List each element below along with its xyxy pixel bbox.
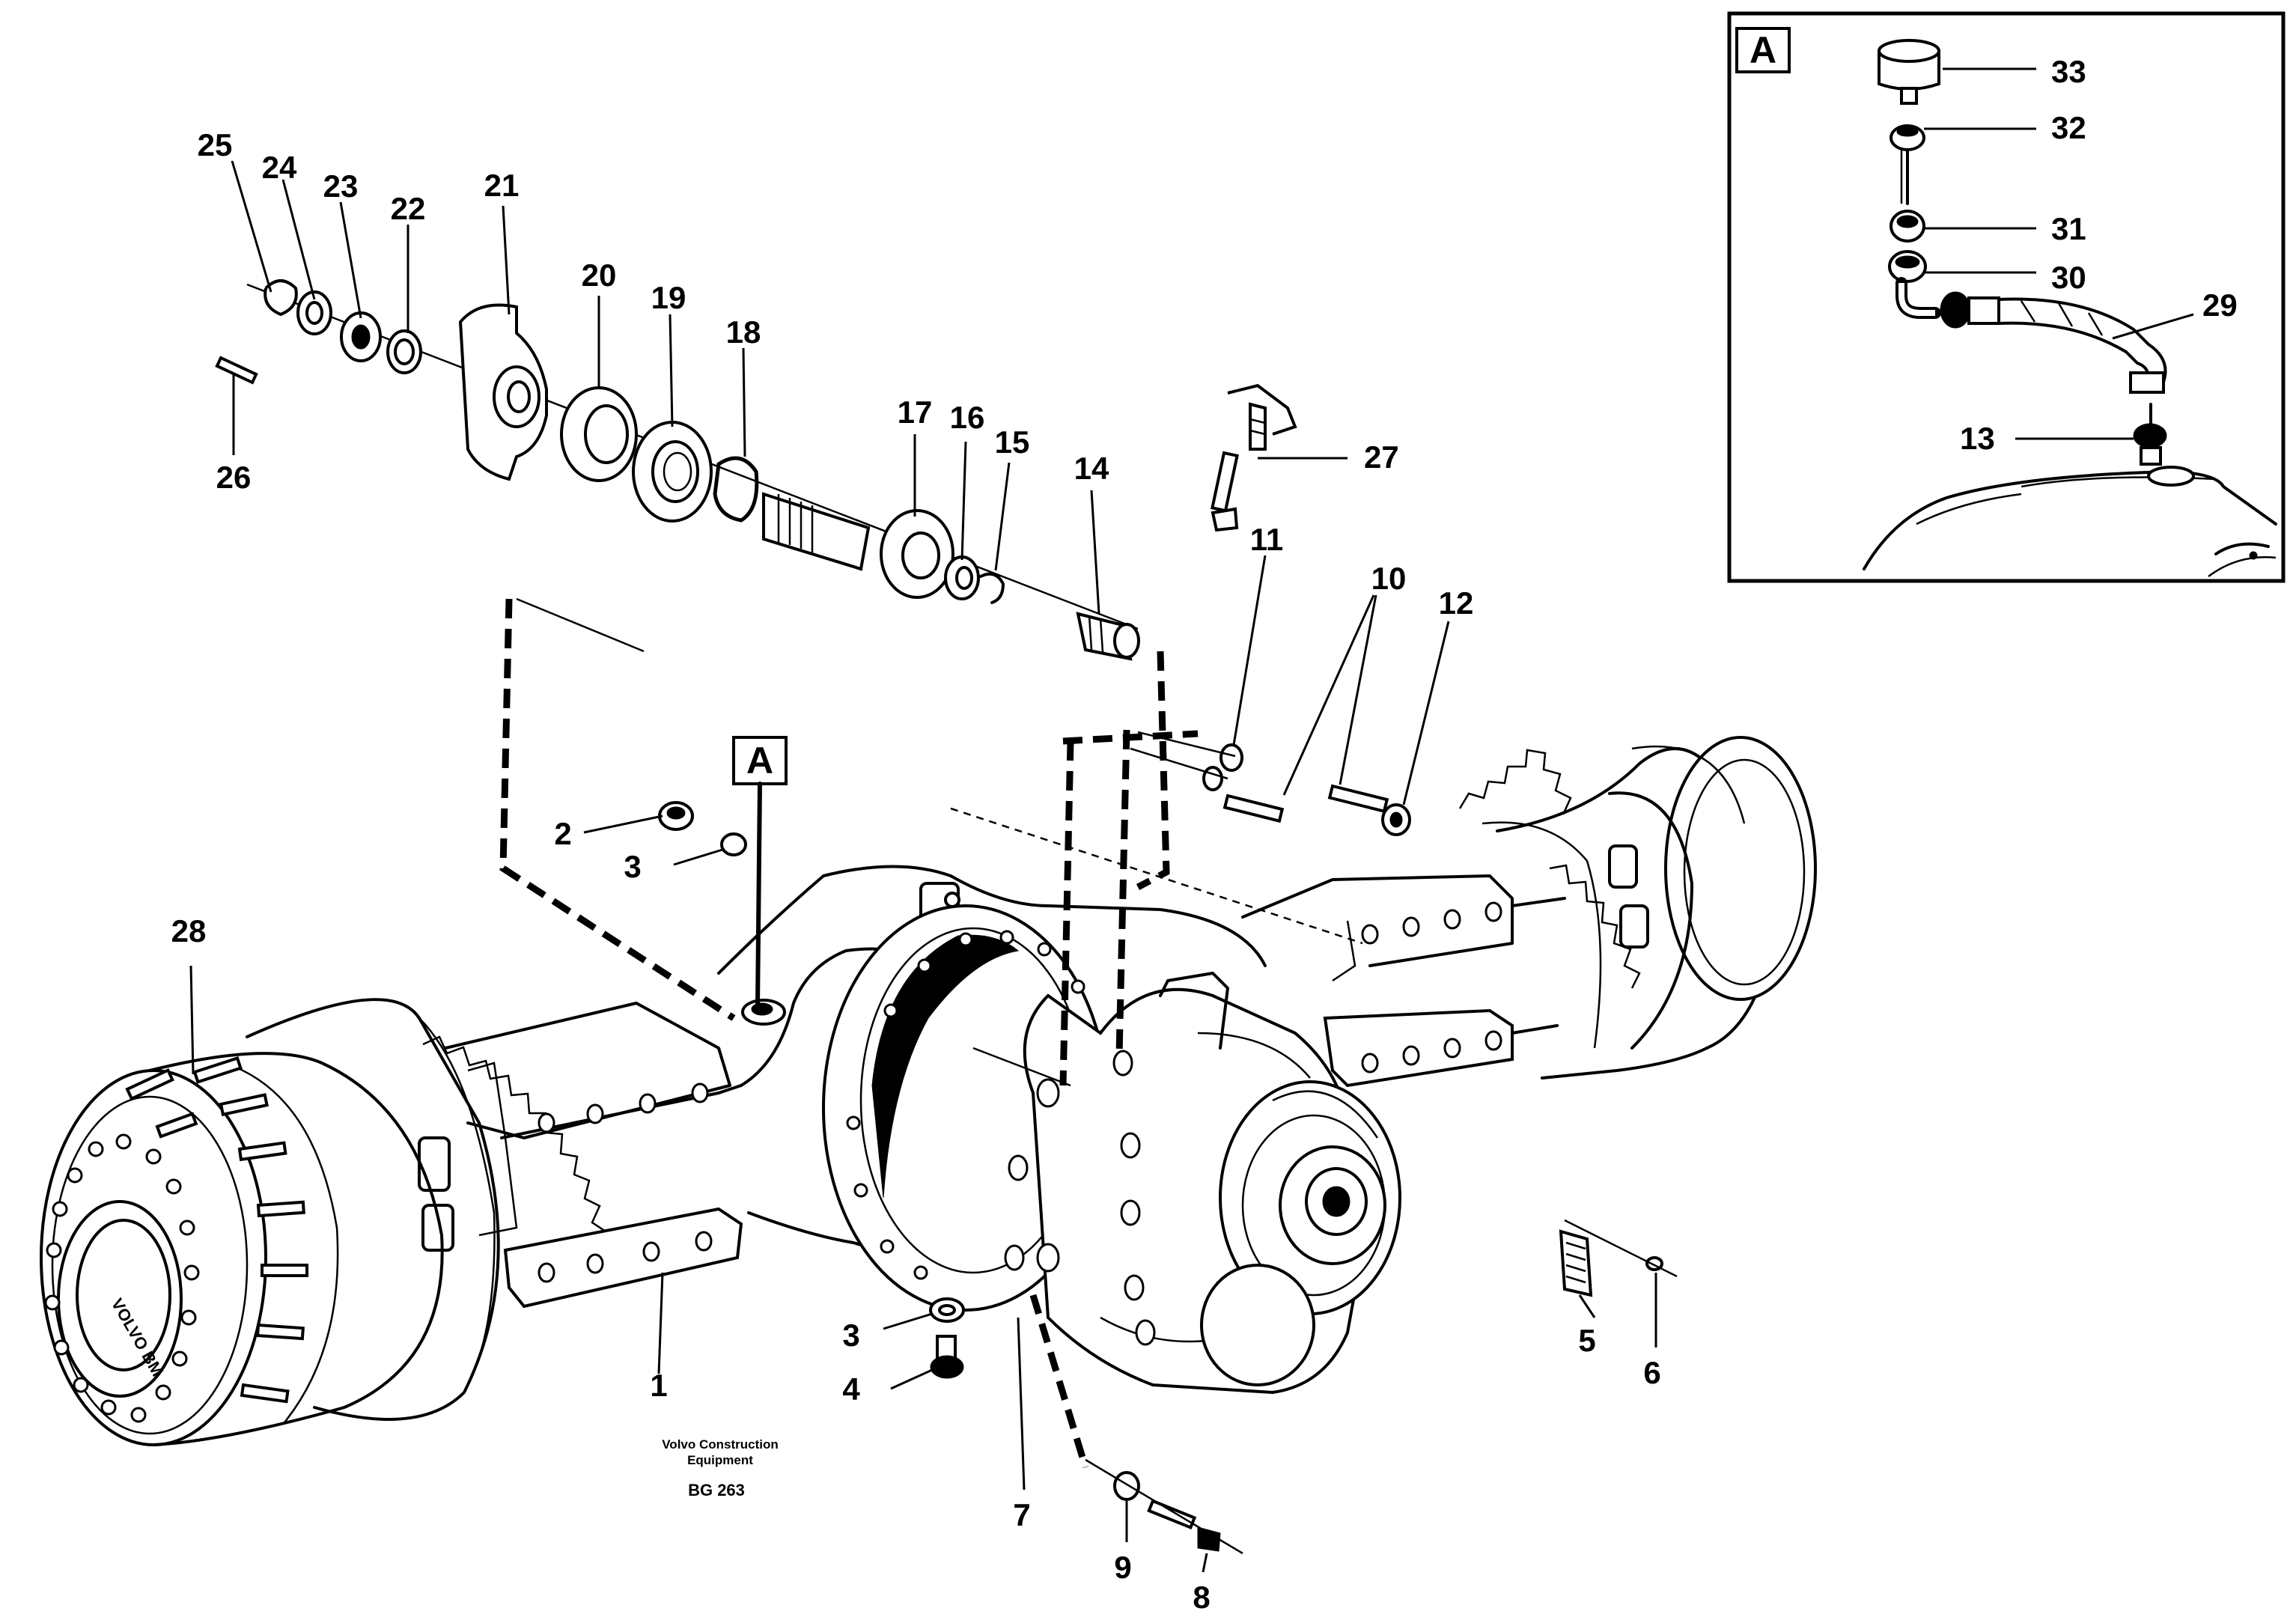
breather-cap (1878, 39, 1940, 105)
label-27: 27 (1364, 439, 1399, 475)
label-12: 12 (1439, 585, 1474, 621)
label-20: 20 (582, 258, 617, 293)
label-10: 10 (1371, 561, 1407, 596)
label-33: 33 (2051, 54, 2086, 89)
label-11: 11 (1250, 522, 1283, 557)
label-4: 4 (842, 1371, 860, 1407)
left-wheel-hub: VOLVO BM (40, 998, 607, 1446)
differential-carrier (1004, 972, 1401, 1395)
fitting-30 (1888, 250, 1927, 283)
label-14: 14 (1074, 451, 1109, 486)
label-15: 15 (995, 424, 1030, 460)
label-16: 16 (950, 400, 985, 435)
plug-and-washer-top (658, 801, 747, 856)
label-9: 9 (1114, 1550, 1131, 1585)
label-22: 22 (391, 191, 426, 226)
fitting-13 (2133, 403, 2167, 466)
leader-lines (189, 160, 1657, 1573)
label-25: 25 (198, 127, 233, 162)
right-wheel-hub (1458, 736, 1817, 1079)
axle-housing (444, 865, 1566, 1312)
label-19: 19 (651, 280, 686, 315)
callout-letter: A (746, 740, 773, 782)
label-2: 2 (554, 816, 571, 851)
wheel-studs (125, 1056, 308, 1404)
bolt-and-washer-8-9 (1085, 1458, 1243, 1555)
label-13: 13 (1960, 421, 1995, 456)
label-32: 32 (2051, 110, 2086, 145)
label-29: 29 (2202, 287, 2238, 323)
hose-29 (1895, 277, 2167, 394)
part-labels: 25 24 23 22 21 20 19 18 17 16 15 14 26 2… (171, 54, 2238, 1615)
callout-a: A (732, 736, 788, 1009)
label-3-top: 3 (624, 849, 641, 884)
caption-reference: BG 263 (688, 1481, 745, 1499)
label-21: 21 (484, 168, 520, 203)
label-6: 6 (1643, 1355, 1660, 1390)
label-3-bottom: 3 (842, 1318, 859, 1353)
caption: Volvo Construction Equipment BG 263 (662, 1437, 779, 1499)
label-5: 5 (1578, 1323, 1595, 1358)
label-26: 26 (216, 460, 252, 495)
label-31: 31 (2051, 211, 2086, 246)
inset-letter: A (1750, 29, 1776, 71)
label-8: 8 (1193, 1580, 1210, 1615)
nipple-32 (1890, 124, 1925, 205)
label-18: 18 (726, 314, 761, 350)
label-30: 30 (2051, 260, 2086, 295)
assembly-dashed-lines (499, 597, 1363, 1469)
inset-detail-a: A (1727, 11, 2286, 583)
fitting-31 (1890, 210, 1925, 243)
label-28: 28 (171, 913, 207, 948)
label-17: 17 (898, 395, 933, 430)
caption-company: Volvo Construction (662, 1437, 779, 1452)
shaft-exploded-parts (215, 279, 1411, 836)
caption-division: Equipment (687, 1453, 753, 1467)
label-7: 7 (1013, 1497, 1030, 1532)
part-5-6 (1559, 1219, 1678, 1297)
label-23: 23 (323, 168, 359, 204)
housing-top-inset (1863, 466, 2277, 578)
plug-and-washer-bottom (929, 1297, 965, 1379)
label-24: 24 (262, 150, 297, 185)
label-1: 1 (650, 1368, 667, 1403)
